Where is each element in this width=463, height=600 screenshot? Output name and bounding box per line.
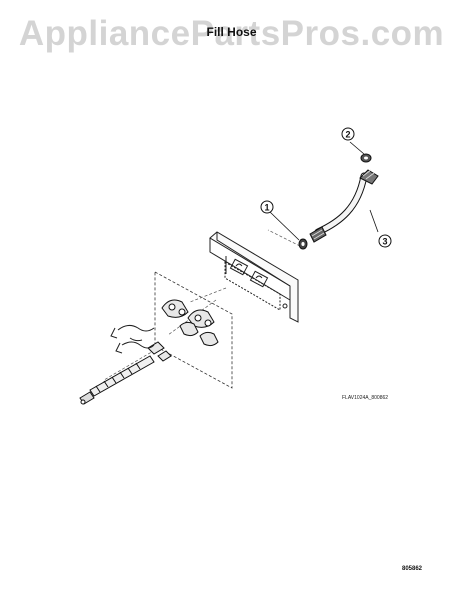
callout-3: 3 xyxy=(378,234,392,248)
diagram-title: Fill Hose xyxy=(206,25,257,39)
drain-hose xyxy=(79,355,155,405)
inset-box xyxy=(154,271,233,389)
callout-2-label: 2 xyxy=(345,130,350,140)
wiring xyxy=(110,324,155,354)
callout-3-label: 3 xyxy=(382,237,387,247)
callout-leaders xyxy=(269,141,379,241)
rear-panel xyxy=(209,231,299,323)
part-1-washer xyxy=(298,238,308,250)
assembly-lines xyxy=(103,229,301,381)
part-3-fill-hose xyxy=(309,169,379,243)
callout-2: 2 xyxy=(341,127,355,141)
valve-connectors xyxy=(147,299,219,362)
callout-1: 1 xyxy=(260,200,274,214)
page-code: 805862 xyxy=(402,566,423,572)
callout-1-label: 1 xyxy=(264,203,269,213)
watermark-text: AppliancePartsPros.com xyxy=(18,14,445,53)
part-2-washer xyxy=(360,153,372,163)
figure-code: FLAV1024A_800862 xyxy=(342,395,389,401)
